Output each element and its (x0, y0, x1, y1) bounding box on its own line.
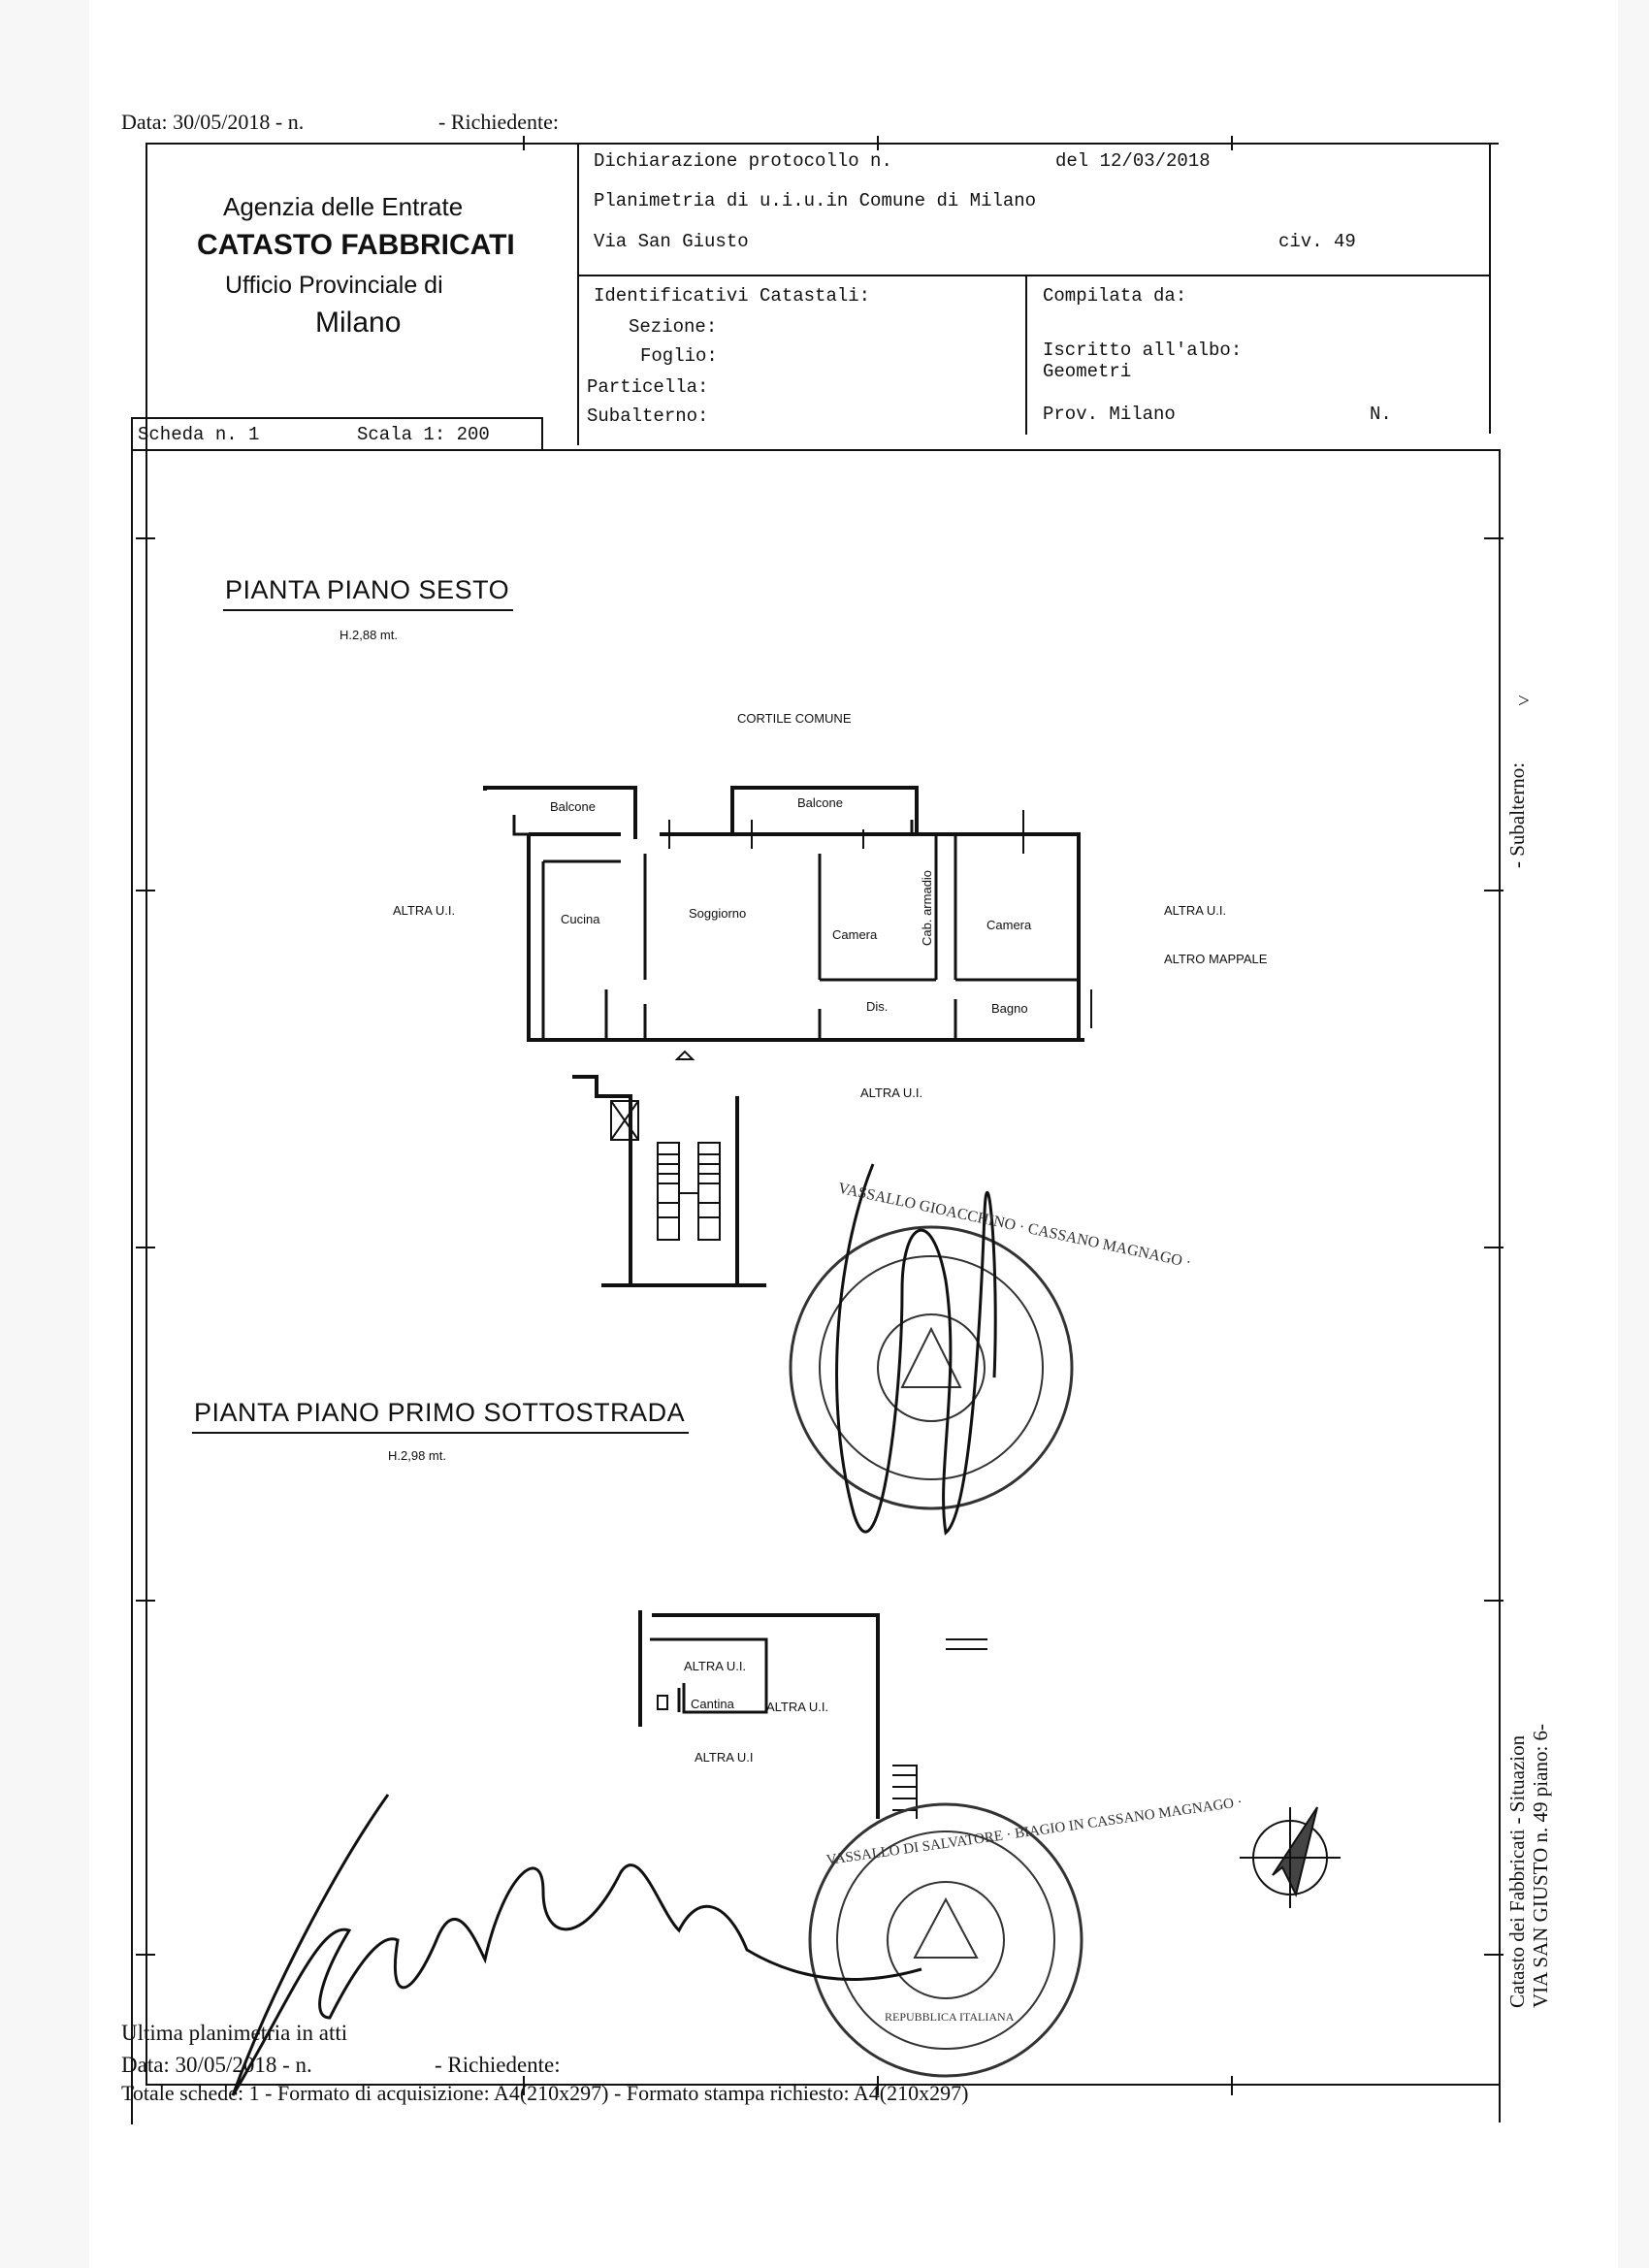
plan1-height: H.2,88 mt. (340, 628, 398, 642)
altra-ui-bottom: ALTRA U.I. (860, 1085, 923, 1100)
prov-label: Prov. Milano (1043, 404, 1176, 425)
plan2-altra-bottom: ALTRA U.I (695, 1750, 754, 1765)
camera1-label: Camera (832, 927, 878, 942)
iscritto-label: Iscritto all'albo: (1043, 340, 1243, 361)
plan2-title: PIANTA PIANO PRIMO SOTTOSTRADA (191, 1398, 690, 1434)
frame-outer-left (146, 144, 147, 2086)
altra-ui-right: ALTRA U.I. (1164, 903, 1227, 918)
side-catasto-line2: VIA SAN GIUSTO n. 49 piano: 6- (1529, 1723, 1552, 2008)
civ-label: civ. 49 (1278, 231, 1356, 252)
frame-left-line (131, 417, 133, 2124)
frame-top-line (146, 143, 1499, 145)
frame-right-line (1499, 449, 1501, 2122)
planimetria-label: Planimetria di u.i.u.in Comune di Milano (594, 190, 1037, 211)
agency-line1: Agenzia delle Entrate (223, 192, 464, 221)
stamp2-inner-text: REPUBBLICA ITALIANA (885, 2010, 1015, 2024)
top-richiedente-label: - Richiedente: (438, 110, 560, 134)
plan2-altra-right: ALTRA U.I. (766, 1700, 829, 1714)
frame-bottom-line (146, 2084, 1501, 2086)
cab-armadio-label: Cab. armadio (920, 869, 934, 946)
footer-richiedente-label: - Richiedente: (435, 2053, 561, 2077)
balcone-right: Balcone (797, 795, 843, 810)
dichiarazione-label: Dichiarazione protocollo n. (594, 150, 892, 172)
plan2-height: H.2,98 mt. (388, 1448, 446, 1463)
agency-line2: CATASTO FABBRICATI (197, 229, 515, 261)
bagno-label: Bagno (991, 1001, 1028, 1016)
frame-header-bottom (131, 449, 1501, 451)
plan1-title: PIANTA PIANO SESTO (222, 575, 514, 611)
agency-line3: Ufficio Provinciale di (225, 272, 443, 299)
sezione-label: Sezione: (629, 316, 718, 338)
side-catasto-line1: Catasto dei Fabbricati - Situazion (1505, 1734, 1529, 2008)
cantina-label: Cantina (691, 1697, 734, 1711)
footer-date-label: Data: 30/05/2018 - n. (121, 2053, 312, 2077)
scheda-box-top (131, 417, 543, 419)
header-divider-right (1489, 143, 1491, 434)
compilata-label: Compilata da: (1043, 285, 1187, 307)
scheda-box-right (541, 417, 543, 451)
subalterno-label: Subalterno: (587, 405, 709, 427)
del-date: del 12/03/2018 (1055, 150, 1211, 172)
soggiorno-label: Soggiorno (689, 906, 747, 921)
header-divider-left (577, 143, 579, 445)
top-date-label: Data: 30/05/2018 - n. (121, 110, 305, 134)
scheda-label: Scheda n. 1 (138, 424, 260, 445)
dis-label: Dis. (866, 999, 889, 1014)
plan2-altra-top: ALTRA U.I. (684, 1659, 747, 1673)
cucina-label: Cucina (561, 912, 600, 926)
side-subalterno-marker: > (1518, 689, 1530, 712)
header-col-divider (1025, 275, 1027, 435)
footer-totale: Totale schede: 1 - Formato di acquisizio… (121, 2081, 969, 2105)
camera2-label: Camera (986, 918, 1032, 932)
agency-line4: Milano (315, 307, 402, 339)
n-label: N. (1370, 404, 1392, 425)
cortile-label: CORTILE COMUNE (737, 711, 852, 726)
foglio-label: Foglio: (640, 345, 718, 367)
balcone-left: Balcone (550, 799, 596, 814)
via-label: Via San Giusto (594, 231, 749, 252)
geometri-label: Geometri (1043, 361, 1132, 382)
header-mid-line (577, 275, 1491, 276)
altro-mappale-label: ALTRO MAPPALE (1164, 952, 1268, 966)
signature-mark (835, 1163, 997, 1536)
side-subalterno: - Subalterno: (1505, 761, 1529, 868)
altra-ui-left: ALTRA U.I. (393, 903, 456, 918)
scala-label: Scala 1: 200 (357, 424, 490, 445)
document-sheet (89, 0, 1618, 2268)
footer-ultima: Ultima planimetria in atti (121, 2021, 348, 2045)
particella-label: Particella: (587, 376, 709, 398)
identificativi-label: Identificativi Catastali: (594, 285, 871, 307)
